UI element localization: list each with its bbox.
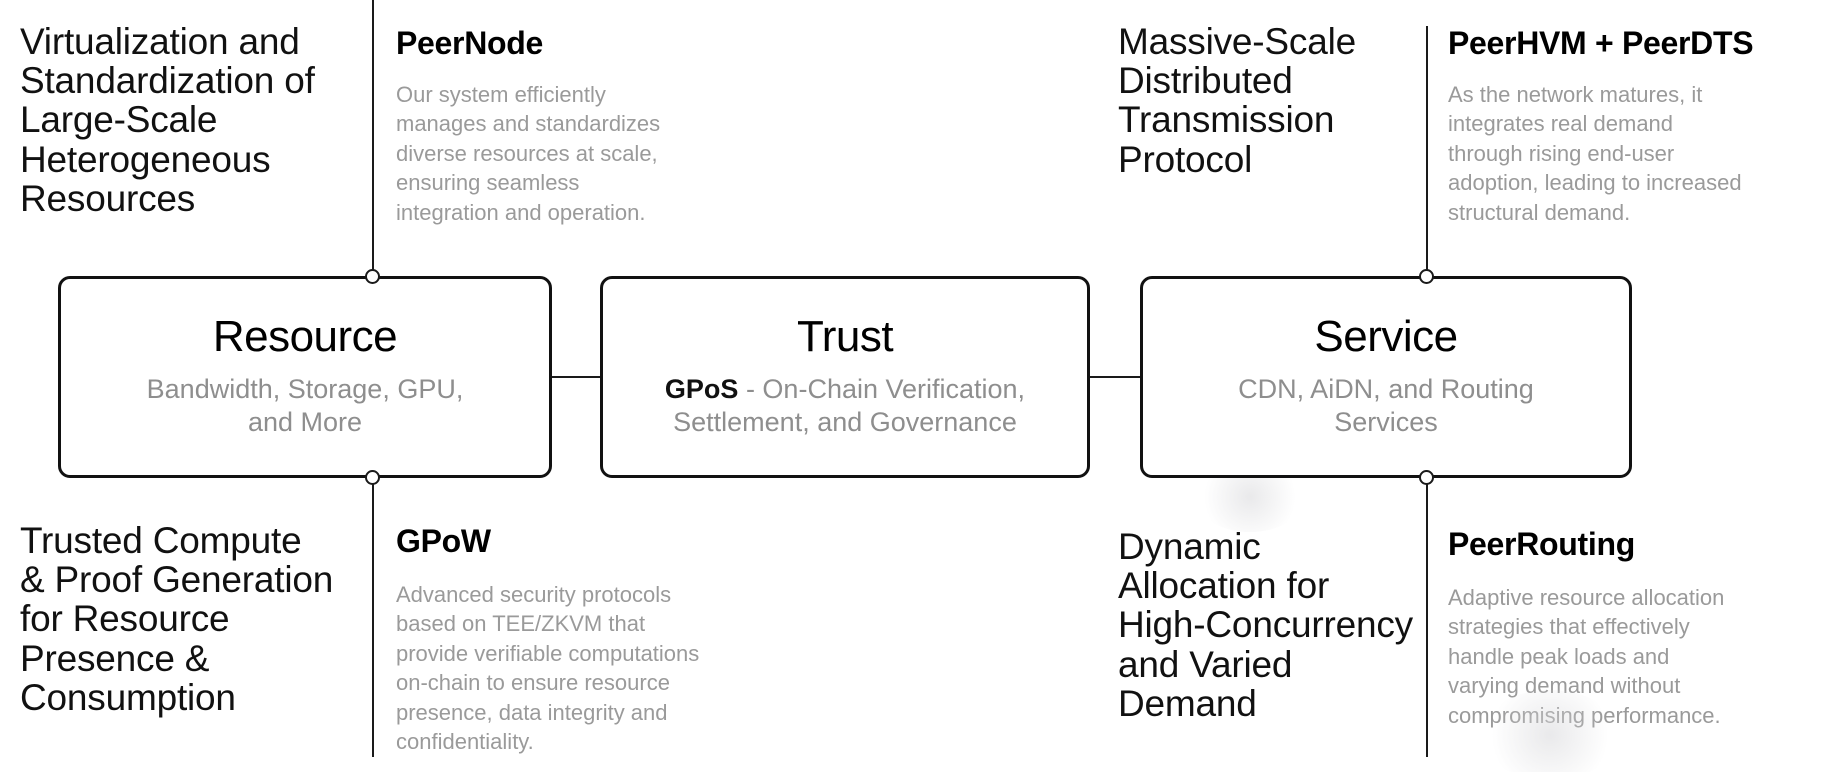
divider-bottom-left	[372, 477, 374, 757]
annotation-heading-peernode: PeerNode	[396, 25, 543, 61]
connector-resource-trust	[549, 376, 602, 378]
annotation-body-peernode: Our system efficiently manages and stand…	[396, 82, 661, 225]
annotation-title-bottom-left: Trusted Compute & Proof Generation for R…	[20, 520, 334, 718]
layer-box-resource[interactable]: Resource Bandwidth, Storage, GPU, and Mo…	[58, 276, 552, 478]
connector-dot-resource-bottom	[365, 470, 380, 485]
annotation-body-peerrouting: Adaptive resource allocation strategies …	[1448, 585, 1725, 728]
connector-dot-service-bottom	[1419, 470, 1434, 485]
layer-title-resource: Resource	[212, 312, 398, 362]
connector-dot-service-top	[1419, 269, 1434, 284]
divider-top-right	[1426, 26, 1428, 278]
divider-top-left	[372, 0, 374, 278]
connector-dot-resource-top	[365, 269, 380, 284]
annotation-title-top-left: Virtualization and Standardization of La…	[20, 21, 315, 219]
layer-subtitle-service: CDN, AiDN, and Routing Services	[1238, 374, 1534, 437]
layer-subtitle-trust-bold: GPoS	[664, 374, 739, 405]
annotation-heading-gpow: GPoW	[396, 523, 491, 559]
layer-title-trust: Trust	[796, 312, 894, 362]
annotation-body-gpow: Advanced security protocols based on TEE…	[396, 582, 700, 755]
layer-subtitle-resource: Bandwidth, Storage, GPU, and More	[146, 374, 464, 437]
annotation-title-bottom-right: Dynamic Allocation for High-Concurrency …	[1118, 526, 1413, 724]
layer-title-service: Service	[1314, 312, 1458, 362]
divider-bottom-right	[1426, 477, 1428, 757]
connector-trust-service	[1088, 376, 1142, 378]
layer-box-trust[interactable]: Trust GPoS - On-Chain Verification, Sett…	[600, 276, 1090, 478]
layer-subtitle-trust: GPoS - On-Chain Verification, Settlement…	[647, 373, 1043, 439]
annotation-heading-peerhvm-peerdts: PeerHVM + PeerDTS	[1448, 25, 1754, 61]
annotation-body-peerhvm-peerdts: As the network matures, it integrates re…	[1448, 82, 1742, 225]
layer-box-service[interactable]: Service CDN, AiDN, and Routing Services	[1140, 276, 1632, 478]
annotation-heading-peerrouting: PeerRouting	[1448, 526, 1635, 562]
layer-subtitle-trust-rest: - On-Chain Verification, Settlement, and…	[673, 374, 1026, 437]
annotation-title-top-right: Massive-Scale Distributed Transmission P…	[1118, 21, 1356, 180]
